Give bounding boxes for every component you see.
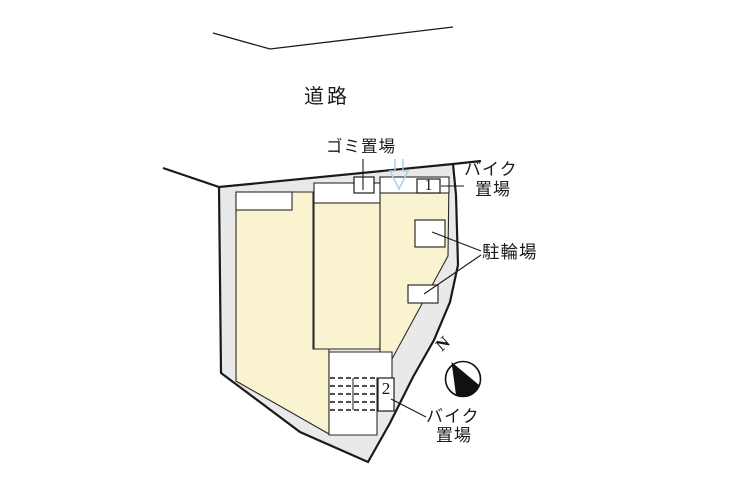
compass [444, 360, 482, 398]
compass-needle-icon [451, 362, 479, 397]
entrance-arrow-icon [388, 159, 410, 191]
bike-space-2-number: 2 [381, 379, 391, 398]
stairs-area [328, 351, 393, 436]
road-label: 道路 [304, 86, 350, 108]
leader-lines [362, 159, 482, 418]
bike-parking-2-label-line1: バイク [426, 407, 480, 426]
bike-parking-1-label-line1: バイク [464, 160, 518, 179]
road-edge-line [212, 26, 454, 50]
bicycle-parking-label: 駐輪場 [482, 242, 538, 262]
bike-parking-2-label-line2: 置場 [436, 426, 472, 445]
bike2-leader-line [390, 398, 427, 418]
building-center [313, 182, 381, 350]
garbage-station-label: ゴミ置場 [326, 138, 396, 156]
bicycle-leader-line-2 [423, 254, 482, 295]
bicycle-stall-1 [414, 219, 446, 248]
bike-space-1-number: 1 [424, 177, 433, 194]
bicycle-leader-line-1 [431, 231, 482, 252]
bike-space-1-box [416, 178, 441, 194]
bike-space-2-box [377, 377, 395, 412]
site-boundary-top [162, 159, 482, 189]
bike-parking-1-label-line2: 置場 [475, 180, 511, 199]
building-left-entry-strip [235, 191, 293, 211]
garbage-station-box [353, 176, 375, 194]
